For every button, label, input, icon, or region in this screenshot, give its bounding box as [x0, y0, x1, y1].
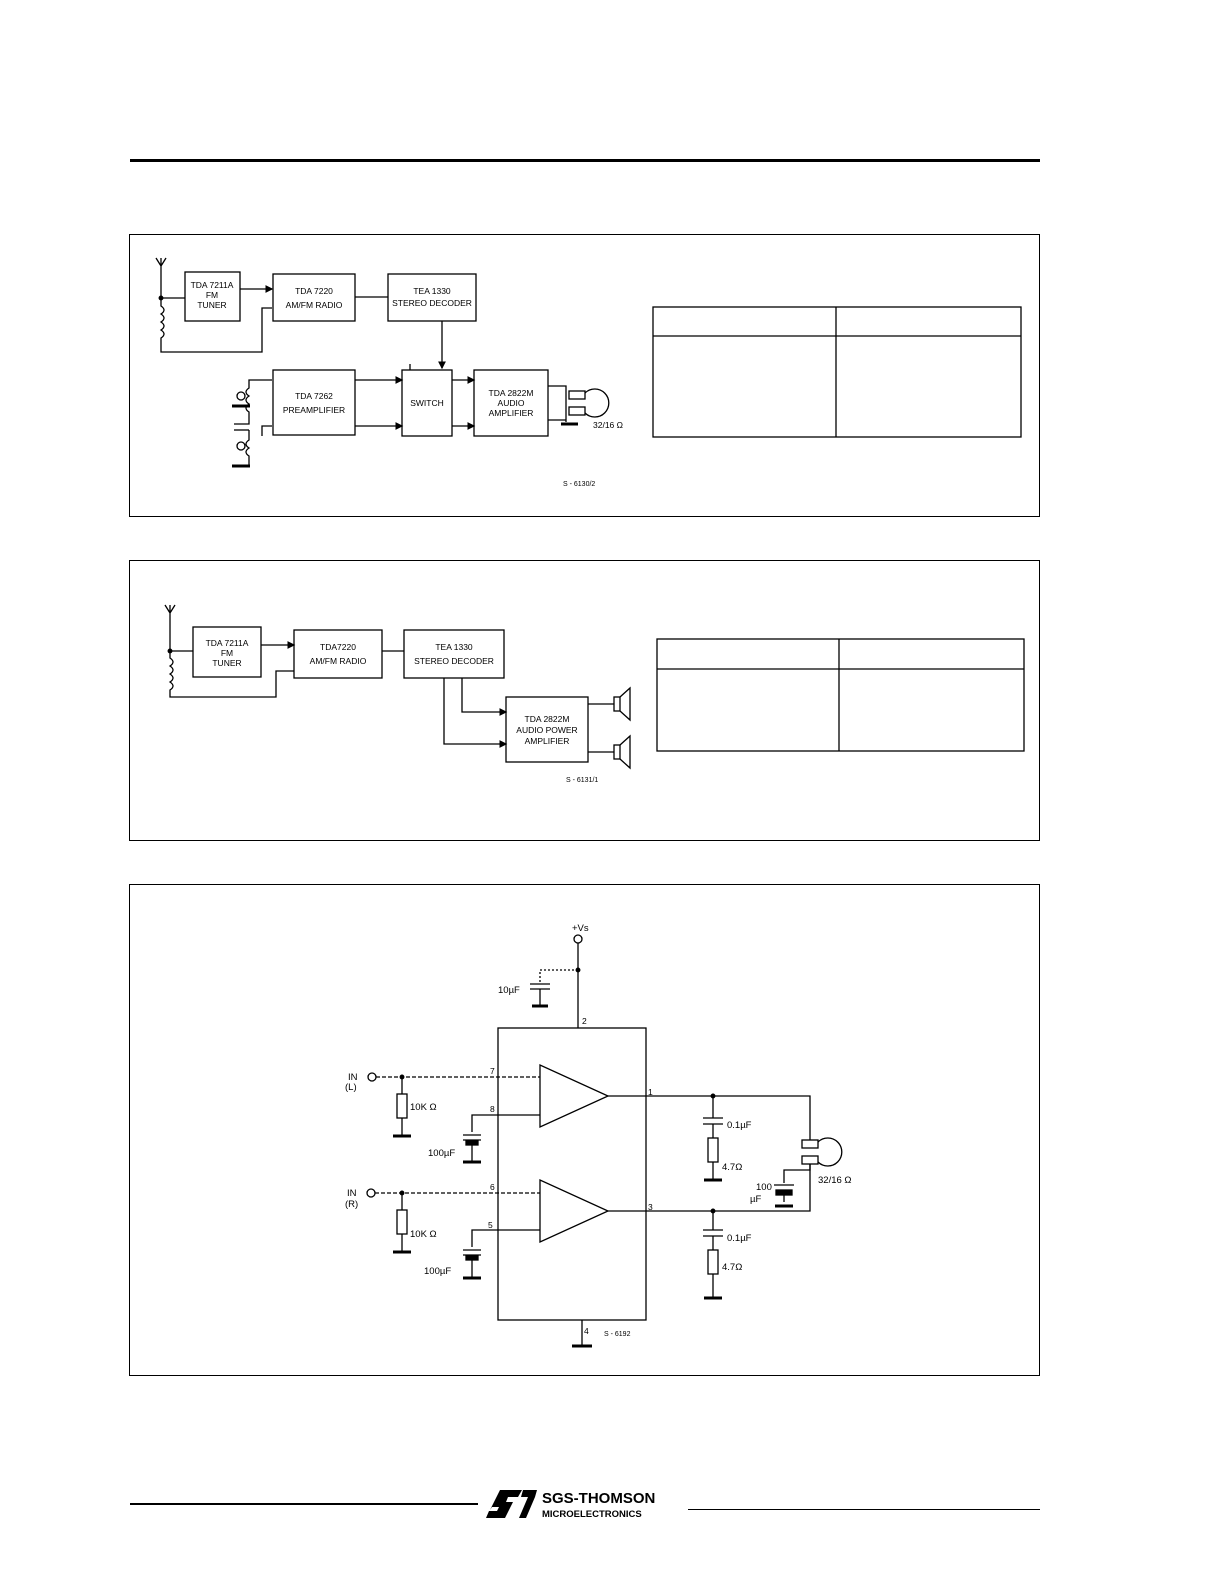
- fig1-radio-line2: AM/FM RADIO: [286, 300, 343, 310]
- fig3-in-left-2: (L): [345, 1082, 357, 1093]
- fig2-decoder-line2: STEREO DECODER: [414, 656, 494, 666]
- fig1-tuner-line1: TDA 7211A: [191, 280, 234, 290]
- fig1-radio-line1: TDA 7220: [295, 286, 333, 296]
- figure3-schematic: [366, 934, 843, 1348]
- fig1-preamp-line1: TDA 7262: [295, 391, 333, 401]
- fig3-out-res-1: 4.7Ω: [722, 1162, 742, 1173]
- fig3-pin-1: 1: [648, 1087, 653, 1097]
- figure2-frame: [129, 560, 1040, 841]
- fig1-preamp-box: [272, 369, 356, 436]
- fig3-out-res-2: 4.7Ω: [722, 1262, 742, 1273]
- fig2-radio-line1: TDA7220: [320, 642, 356, 652]
- footer-brand: SGS-THOMSON: [542, 1490, 655, 1507]
- fig1-amplifier-line3: AMPLIFIER: [489, 408, 534, 418]
- footer-rule-left: [130, 1503, 478, 1505]
- figure2-diagram: [164, 604, 631, 770]
- fig2-amplifier-line2: AUDIO POWER: [516, 725, 577, 735]
- fig2-decoder-box: [403, 629, 505, 679]
- fig3-in-right-1: IN: [347, 1188, 357, 1199]
- fig2-tuner-line1: TDA 7211A: [206, 638, 249, 648]
- fig3-cap-left: 100µF: [428, 1148, 455, 1159]
- fig1-decoder-line1: TEA 1330: [413, 286, 451, 296]
- fig2-tuner-box: [192, 626, 262, 678]
- fig2-amplifier-line1: TDA 2822M: [525, 714, 570, 724]
- fig1-load-label: 32/16 Ω: [593, 420, 623, 430]
- fig2-radio-box: [293, 629, 383, 679]
- fig3-in-right-2: (R): [345, 1199, 358, 1210]
- fig1-amplifier-line1: TDA 2822M: [489, 388, 534, 398]
- figure1-table: [652, 306, 1022, 438]
- fig3-pin-7: 7: [490, 1066, 495, 1076]
- fig3-pin-6: 6: [490, 1182, 495, 1192]
- footer-rule-right: [688, 1509, 1040, 1510]
- fig2-tuner-line2: FM: [221, 648, 233, 658]
- fig2-ref: S - 6131/1: [566, 777, 598, 784]
- header-rule: [130, 159, 1040, 162]
- fig3-cap-right: 100µF: [424, 1266, 451, 1277]
- fig3-supply-label: +Vs: [572, 923, 589, 934]
- fig1-preamp-line2: PREAMPLIFIER: [283, 405, 345, 415]
- fig2-amplifier-box: [505, 696, 589, 763]
- fig3-load-label: 32/16 Ω: [818, 1175, 852, 1186]
- fig1-switch-box: [401, 369, 453, 437]
- fig1-radio-box: [272, 273, 356, 322]
- figure1-diagram: [155, 257, 610, 468]
- figure1-frame: [129, 234, 1040, 517]
- footer-subbrand: MICROELECTRONICS: [542, 1509, 642, 1520]
- fig3-coupling-cap-1: 100: [756, 1182, 772, 1193]
- st-logo-icon: [486, 1490, 537, 1518]
- fig1-tuner-line3: TUNER: [197, 300, 226, 310]
- fig3-pin-3: 3: [648, 1202, 653, 1212]
- fig3-pin-8: 8: [490, 1104, 495, 1114]
- fig1-amplifier-box: [473, 369, 549, 437]
- fig1-amplifier-line2: AUDIO: [498, 398, 525, 408]
- fig1-tuner-box: [184, 271, 241, 322]
- fig1-decoder-line2: STEREO DECODER: [392, 298, 472, 308]
- fig2-tuner-line3: TUNER: [212, 658, 241, 668]
- fig3-res-right: 10K Ω: [410, 1229, 437, 1240]
- figure2-table: [656, 638, 1025, 752]
- fig1-switch-label: SWITCH: [410, 398, 444, 408]
- fig3-pin-4: 4: [584, 1326, 589, 1336]
- fig1-tuner-line2: FM: [206, 290, 218, 300]
- fig2-decoder-line1: TEA 1330: [435, 642, 473, 652]
- fig1-decoder-box: [387, 273, 477, 322]
- fig3-pin-2: 2: [582, 1016, 587, 1026]
- fig3-out-cap-1: 0.1µF: [727, 1120, 752, 1131]
- fig3-supply-cap-label: 10µF: [498, 985, 520, 996]
- figure3-frame: [129, 884, 1040, 1376]
- fig3-res-left: 10K Ω: [410, 1102, 437, 1113]
- fig3-out-cap-2: 0.1µF: [727, 1233, 752, 1244]
- fig3-in-left-1: IN: [348, 1072, 358, 1083]
- fig1-ref: S - 6130/2: [563, 481, 595, 488]
- fig3-coupling-cap-2: µF: [750, 1194, 761, 1205]
- ic-package: [497, 1027, 647, 1321]
- fig3-ref: S - 6192: [604, 1331, 631, 1338]
- fig2-radio-line2: AM/FM RADIO: [310, 656, 367, 666]
- fig2-amplifier-line3: AMPLIFIER: [525, 736, 570, 746]
- fig3-pin-5: 5: [488, 1220, 493, 1230]
